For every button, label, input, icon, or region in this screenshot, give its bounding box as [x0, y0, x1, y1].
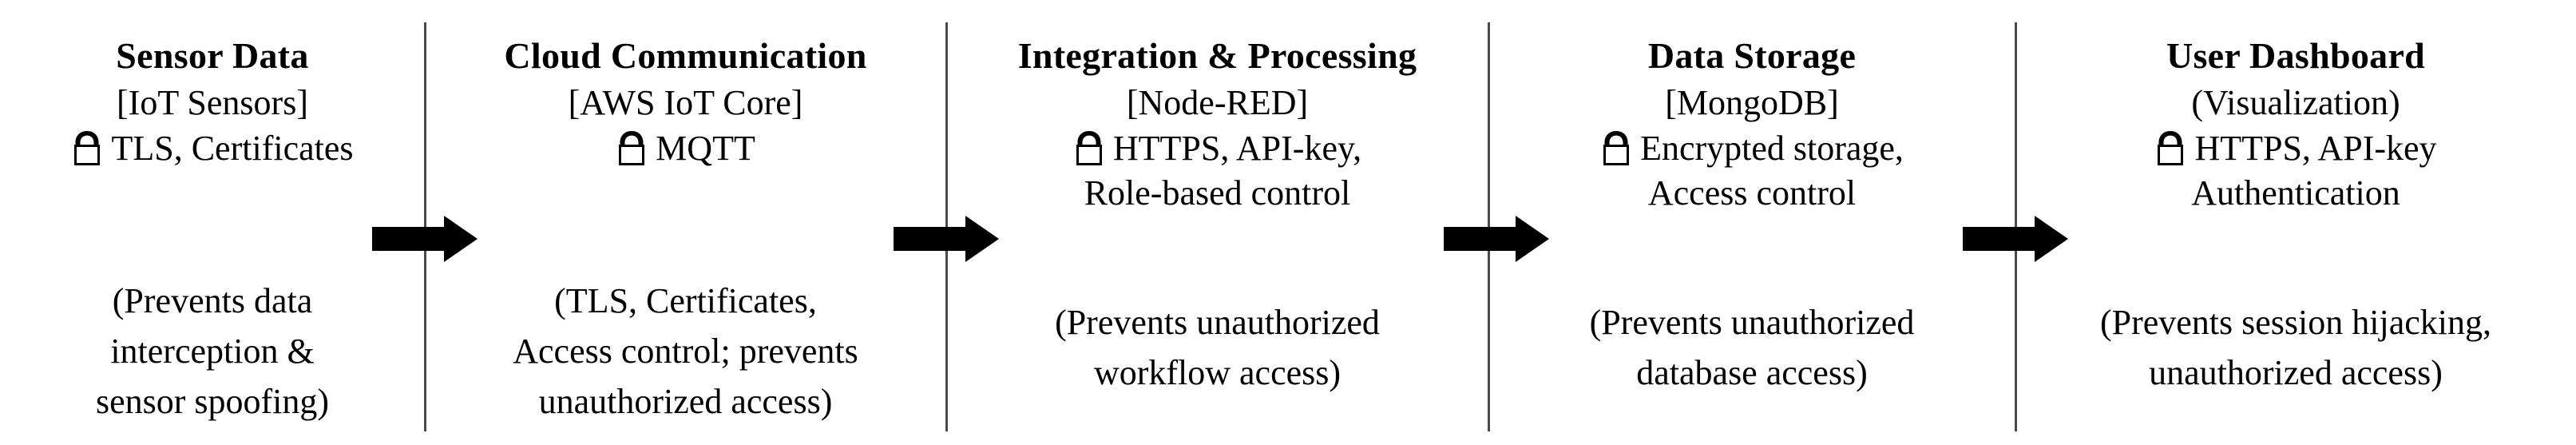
- prevents-line: (Prevents session hijacking,: [2099, 303, 2492, 342]
- prevents-line: (Prevents unauthorized: [1055, 303, 1380, 342]
- stage-security-line: MQTT: [425, 126, 946, 171]
- prevents-line: Access control; prevents: [513, 332, 858, 371]
- stage-header-group: User Dashboard (Visualization) HTTPS, AP…: [2015, 32, 2576, 216]
- stage-header-group: Data Storage [MongoDB] Encrypted storage…: [1488, 32, 2015, 216]
- stage-data-storage: Data Storage [MongoDB] Encrypted storage…: [1488, 0, 2015, 445]
- stage-prevents-group: (Prevents unauthorized database access): [1488, 297, 2015, 398]
- right-arrow-icon: [1963, 216, 2068, 262]
- prevents-line: database access): [1636, 353, 1868, 392]
- stage-security-text: MQTT: [656, 129, 755, 168]
- right-arrow-icon: [1444, 216, 1549, 262]
- prevents-line: (Prevents unauthorized: [1589, 303, 1915, 342]
- right-arrow-icon: [372, 216, 478, 262]
- stage-prevents-group: (Prevents unauthorized workflow access): [946, 297, 1488, 398]
- stage-prevents-group: (Prevents session hijacking, unauthorize…: [2015, 297, 2576, 398]
- prevents-line: unauthorized access): [2149, 353, 2443, 392]
- stage-user-dashboard: User Dashboard (Visualization) HTTPS, AP…: [2015, 0, 2576, 445]
- stage-prevents-group: (TLS, Certificates, Access control; prev…: [425, 276, 946, 427]
- stage-header-group: Cloud Communication [AWS IoT Core] MQTT: [425, 32, 946, 171]
- stage-security-extra: Role-based control: [1084, 173, 1351, 213]
- stage-title: Sensor Data: [116, 35, 309, 76]
- lock-icon: [2154, 129, 2186, 166]
- stage-title: Integration & Processing: [1017, 35, 1417, 76]
- stage-security-line: HTTPS, API-key,: [946, 126, 1488, 171]
- prevents-line: unauthorized access): [538, 382, 833, 421]
- prevents-line: (Prevents data: [112, 281, 313, 320]
- stage-security-line: TLS, Certificates: [0, 126, 425, 171]
- stage-header-group: Sensor Data [IoT Sensors] TLS, Certifica…: [0, 32, 425, 171]
- stage-technology: [Node-RED]: [1126, 83, 1309, 122]
- stage-technology: [MongoDB]: [1665, 83, 1839, 122]
- stage-sensor-data: Sensor Data [IoT Sensors] TLS, Certifica…: [0, 0, 425, 445]
- stage-security-extra: Authentication: [2191, 173, 2400, 213]
- stage-header-group: Integration & Processing [Node-RED] HTTP…: [946, 32, 1488, 216]
- stage-security-text: HTTPS, API-key,: [1112, 129, 1362, 168]
- lock-icon: [71, 129, 103, 166]
- stage-technology: [IoT Sensors]: [117, 83, 308, 122]
- stage-title: User Dashboard: [2166, 35, 2426, 76]
- stage-title: Data Storage: [1647, 35, 1857, 76]
- stage-security-text: Encrypted storage,: [1640, 129, 1904, 168]
- stage-security-extra: Access control: [1647, 173, 1857, 213]
- prevents-line: interception &: [110, 332, 315, 371]
- lock-icon: [1600, 129, 1632, 166]
- prevents-line: workflow access): [1093, 353, 1342, 392]
- lock-icon: [1073, 129, 1105, 166]
- stage-security-line: HTTPS, API-key: [2015, 126, 2576, 171]
- stage-cloud-communication: Cloud Communication [AWS IoT Core] MQTT …: [425, 0, 946, 445]
- stage-technology: [AWS IoT Core]: [568, 83, 803, 122]
- stage-prevents-group: (Prevents data interception & sensor spo…: [0, 276, 425, 427]
- stage-title: Cloud Communication: [504, 35, 867, 76]
- stage-technology: (Visualization): [2191, 83, 2400, 122]
- prevents-line: sensor spoofing): [95, 382, 330, 421]
- prevents-line: (TLS, Certificates,: [554, 281, 817, 320]
- stage-security-text: TLS, Certificates: [111, 129, 354, 168]
- stage-security-line: Encrypted storage,: [1488, 126, 2015, 171]
- stage-integration-processing: Integration & Processing [Node-RED] HTTP…: [946, 0, 1488, 445]
- right-arrow-icon: [894, 216, 999, 262]
- stage-security-text: HTTPS, API-key: [2194, 129, 2437, 168]
- lock-icon: [616, 129, 648, 166]
